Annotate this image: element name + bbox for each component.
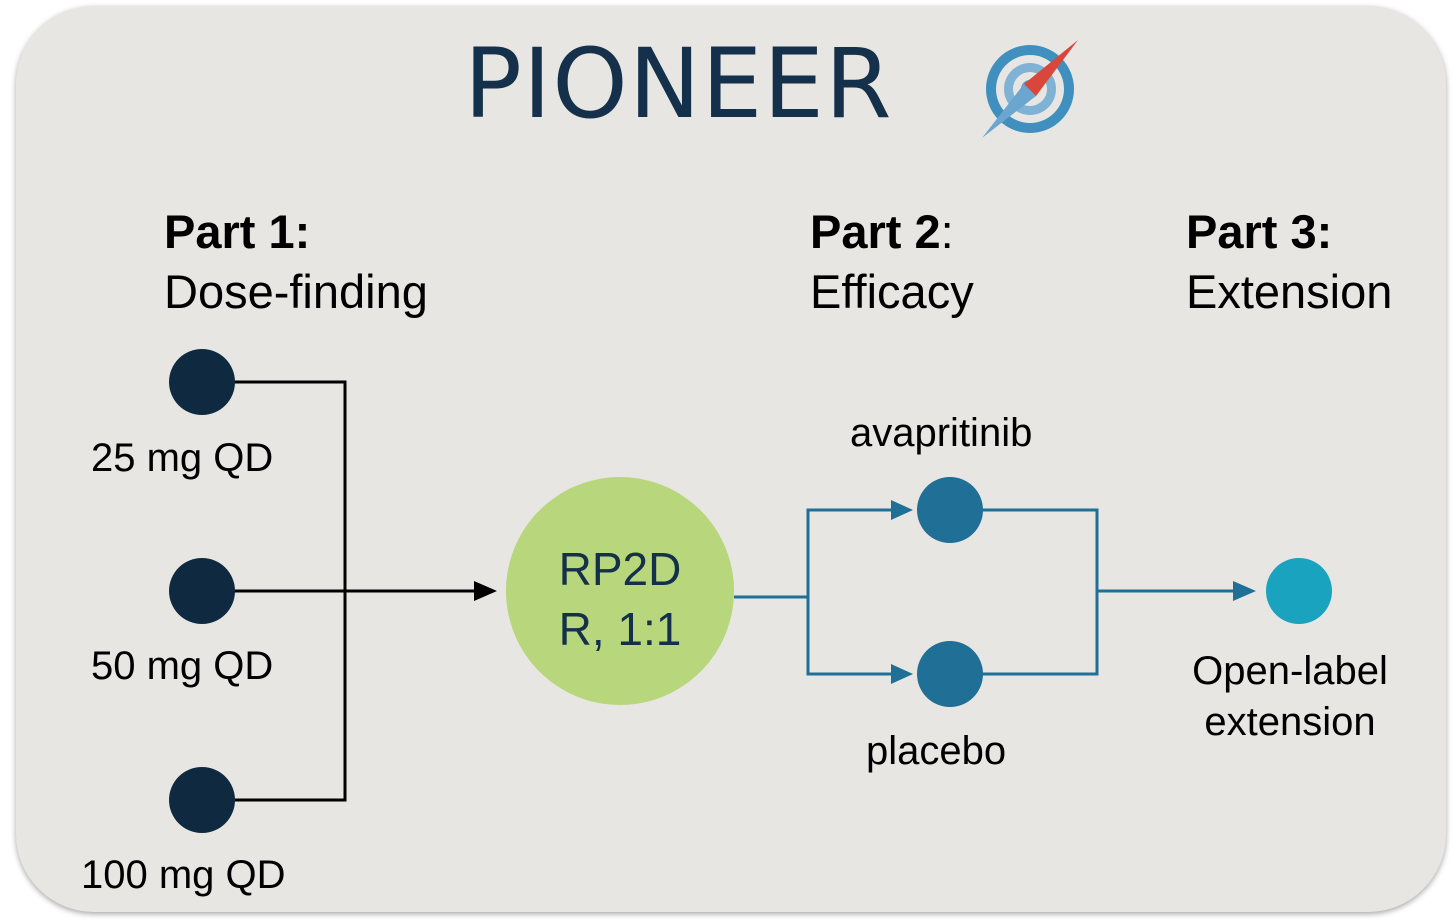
part-2-title: Part 2 (810, 205, 941, 258)
arm-connectors (734, 508, 1235, 676)
extension-line-2: extension (1204, 700, 1376, 745)
part-2-subtitle: Efficacy (810, 265, 974, 318)
dose-node-25mg (169, 349, 235, 415)
rp2d-randomization-node (506, 477, 734, 705)
dose-node-100mg (169, 767, 235, 833)
arrow-to-placebo (891, 664, 913, 684)
rp2d-line-1: RP2D (558, 543, 682, 595)
dose-label-25mg: 25 mg QD (91, 436, 274, 480)
part-2-title-colon: : (940, 205, 954, 258)
rp2d-line-2: R, 1:1 (558, 602, 682, 655)
placebo-label: placebo (866, 729, 1007, 773)
arrow-to-extension (1233, 581, 1256, 601)
compass-target-icon (982, 40, 1078, 138)
diagram-panel (16, 6, 1446, 912)
placebo-node (917, 641, 983, 707)
dose-label-50mg: 50 mg QD (91, 644, 274, 688)
dose-connectors (202, 380, 475, 802)
pioneer-logo-text: PIONEER (464, 28, 893, 140)
dose-label-100mg: 100 mg QD (81, 853, 286, 897)
dose-node-50mg (169, 558, 235, 624)
part-3-title: Part 3: (1186, 205, 1333, 258)
extension-label: Open-label extension (1170, 646, 1410, 748)
avapritinib-label: avapritinib (850, 411, 1033, 455)
avapritinib-node (917, 477, 983, 543)
extension-line-1: Open-label (1192, 649, 1388, 693)
part-2-heading: Part 2: (810, 208, 954, 255)
rp2d-label: RP2D R, 1:1 (520, 540, 720, 660)
part-1-subtitle: Dose-finding (164, 265, 428, 318)
arrow-to-avapritinib (891, 500, 913, 520)
dose-to-rp2d-arrowhead (474, 581, 497, 601)
part-3-subtitle: Extension (1186, 265, 1393, 318)
part-1-title: Part 1: (164, 205, 311, 258)
extension-node (1266, 558, 1332, 624)
